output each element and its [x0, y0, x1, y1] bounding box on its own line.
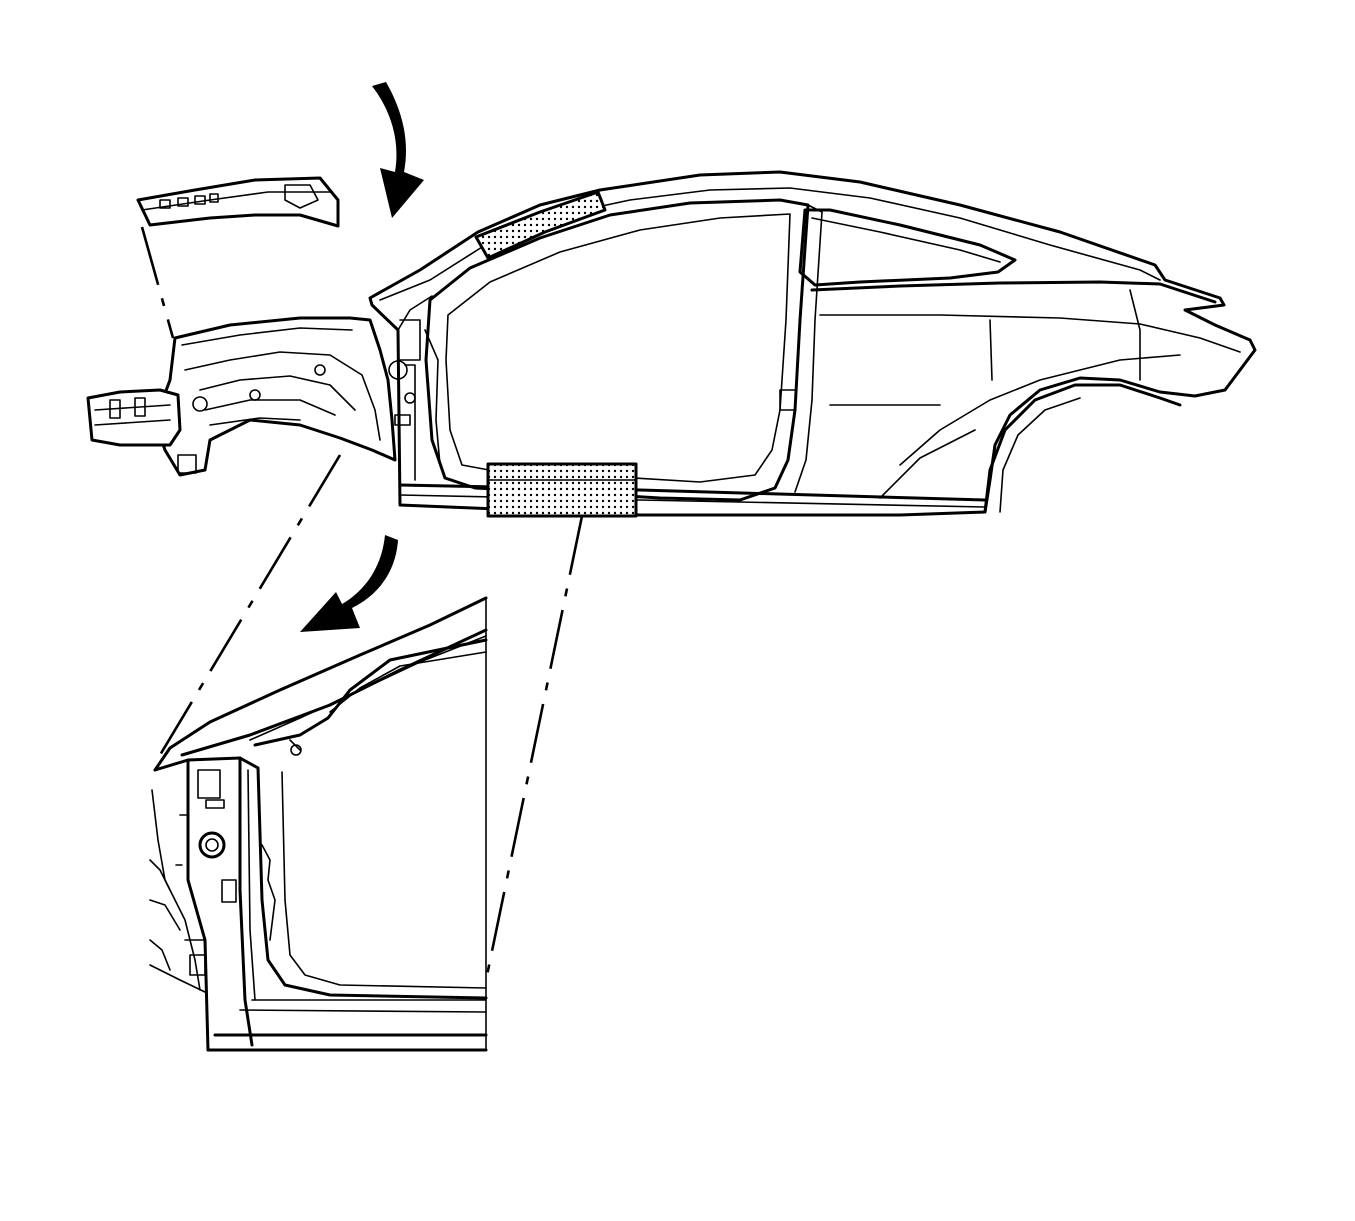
body-side-panel — [368, 170, 1257, 517]
rocker-panel-shaded-area — [486, 462, 638, 518]
leader-lines — [140, 226, 584, 986]
rotation-arrow-icon — [300, 535, 398, 632]
roof-rail-shaded-area — [474, 190, 607, 260]
front-structure-assembly — [86, 176, 397, 477]
rotation-arrow-icon — [372, 82, 424, 218]
front-hinge-pillar-detail — [149, 596, 488, 1052]
